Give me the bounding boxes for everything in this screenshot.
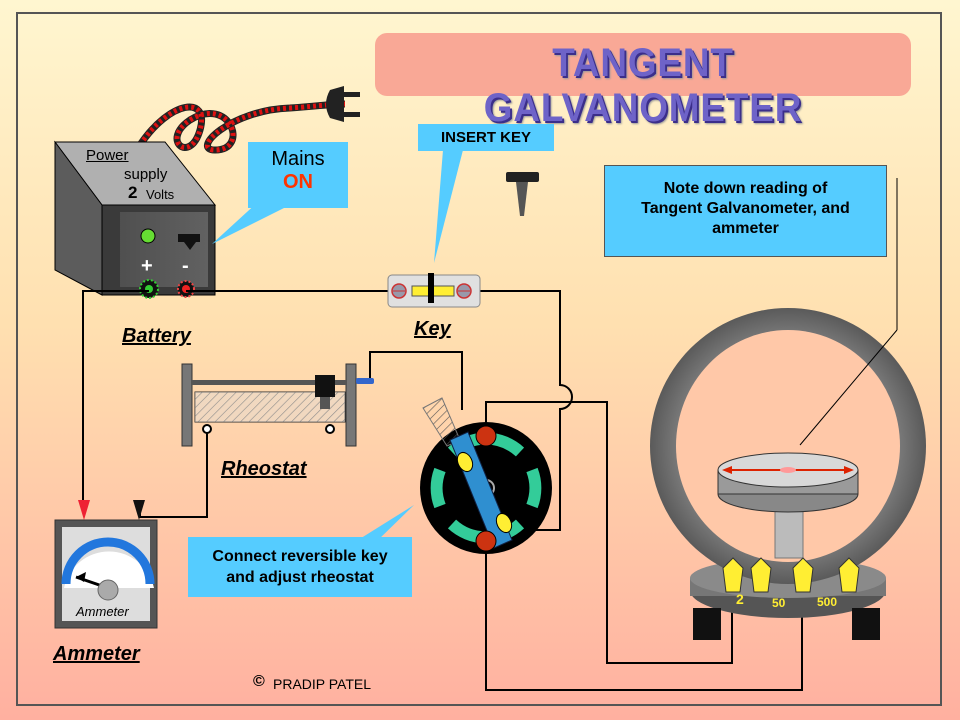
ammeter-label: Ammeter — [53, 643, 140, 665]
power-supply-label-1: Power — [86, 147, 129, 164]
connect-callout-tail — [358, 505, 414, 540]
insert-key-callout: INSERT KEY — [418, 124, 554, 151]
galvanometer-terminals — [722, 557, 860, 593]
copyright-text: PRADIP PATEL — [273, 676, 372, 692]
note-pointer-line-2 — [799, 329, 898, 446]
rheostat-label: Rheostat — [221, 458, 307, 480]
mains-on-label: ON — [283, 171, 313, 193]
mains-cord — [137, 100, 346, 154]
mains-callout-line1: Mains — [271, 148, 325, 170]
note-callout: Note down reading of Tangent Galvanomete… — [604, 165, 887, 257]
positive-terminal-icon — [139, 279, 159, 299]
mains-callout: Mains ON — [248, 142, 348, 208]
terminal-label-50: 50 — [772, 596, 786, 610]
copyright-symbol: © — [253, 673, 265, 690]
connect-line-2: and adjust rheostat — [226, 569, 374, 586]
voltage-value: 2 — [128, 183, 138, 202]
minus-label: - — [182, 255, 189, 277]
terminal-label-500: 500 — [817, 595, 838, 609]
power-switch[interactable] — [178, 234, 200, 250]
terminal-label-2: 2 — [736, 591, 744, 607]
ammeter — [54, 500, 158, 629]
key-plug-icon[interactable] — [506, 172, 539, 216]
power-supply-box — [54, 140, 217, 296]
plus-label: + — [141, 255, 153, 277]
power-led-icon — [140, 228, 156, 244]
insert-key-callout-tail — [434, 150, 463, 263]
negative-terminal-icon — [177, 280, 195, 298]
plug-key[interactable] — [387, 273, 481, 308]
connect-line-1: Connect reversible key — [212, 548, 388, 565]
page-title: TANGENT GALVANOMETER — [483, 41, 803, 130]
note-line-1: Note down reading of — [663, 180, 828, 197]
title-box: TANGENT GALVANOMETER — [375, 33, 911, 130]
connect-callout: Connect reversible key and adjust rheost… — [188, 537, 412, 597]
key-label: Key — [414, 318, 451, 340]
voltage-unit: Volts — [146, 187, 175, 202]
tangent-galvanometer — [650, 308, 926, 640]
mains-plug[interactable] — [326, 86, 360, 122]
note-line-3: ammeter — [712, 220, 779, 237]
reversing-key[interactable] — [420, 397, 552, 554]
battery-label: Battery — [122, 325, 191, 347]
mains-callout-tail — [212, 200, 300, 244]
note-line-2: Tangent Galvanometer, and — [641, 200, 850, 217]
rheostat[interactable] — [181, 363, 374, 447]
power-supply-label-2: supply — [124, 166, 168, 183]
ammeter-face-label: Ammeter — [76, 604, 129, 619]
